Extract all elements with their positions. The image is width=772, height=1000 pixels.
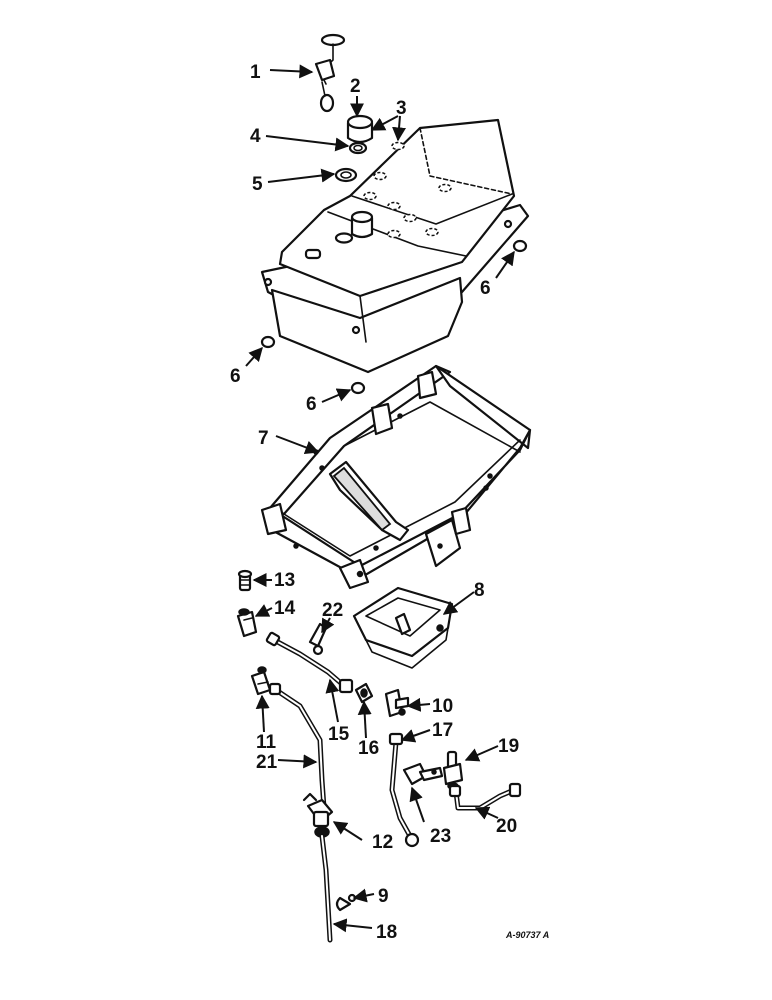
part-2-filler-cap bbox=[346, 114, 374, 144]
callout-5: 5 bbox=[252, 174, 263, 195]
part-6-nut-right bbox=[512, 239, 528, 253]
callout-6-left: 6 bbox=[230, 366, 241, 387]
part-14-elbow-fitting bbox=[236, 608, 258, 638]
part-9-clamp bbox=[335, 893, 357, 912]
callout-21: 21 bbox=[256, 752, 278, 773]
part-23-clip bbox=[402, 762, 444, 786]
callout-6-right: 6 bbox=[480, 278, 491, 299]
part-20-return-line bbox=[448, 782, 522, 811]
callout-15: 15 bbox=[328, 724, 350, 745]
part-10-shutoff-valve bbox=[384, 688, 410, 718]
callout-18: 18 bbox=[376, 922, 397, 943]
part-16-union-nut bbox=[354, 682, 374, 704]
part-17-gauge-line bbox=[388, 732, 420, 848]
callout-1: 1 bbox=[250, 62, 261, 83]
callout-10: 10 bbox=[432, 696, 453, 717]
part-15-fuel-line bbox=[265, 631, 354, 694]
callout-20: 20 bbox=[496, 816, 517, 837]
part-11-elbow bbox=[250, 666, 272, 696]
callout-8: 8 bbox=[474, 580, 485, 601]
callout-9: 9 bbox=[378, 886, 389, 907]
part-21-fuel-pipe bbox=[268, 682, 327, 811]
callout-labels: 1 2 3 4 5 6 6 6 7 8 9 10 11 12 13 14 15 … bbox=[230, 62, 519, 943]
callout-23: 23 bbox=[430, 826, 451, 847]
callout-11: 11 bbox=[256, 732, 277, 753]
callout-12: 12 bbox=[372, 832, 393, 853]
leader-lines bbox=[245, 64, 515, 933]
part-12-strainer-assembly bbox=[302, 792, 334, 838]
callout-4: 4 bbox=[250, 126, 261, 147]
part-18-drain-tube bbox=[319, 833, 333, 943]
part-13-fitting bbox=[237, 569, 253, 592]
part-1-fuel-gauge-sender bbox=[314, 33, 346, 113]
drawing-code: A-90737 A bbox=[505, 930, 549, 940]
part-5-gasket bbox=[334, 167, 358, 183]
part-19-connector bbox=[442, 750, 464, 790]
callout-19: 19 bbox=[498, 736, 519, 757]
callout-14: 14 bbox=[274, 598, 296, 619]
callout-17: 17 bbox=[432, 720, 453, 741]
callout-6-center: 6 bbox=[306, 394, 317, 415]
callout-16: 16 bbox=[358, 738, 379, 759]
callout-3: 3 bbox=[396, 98, 407, 119]
part-4-gasket bbox=[348, 141, 368, 155]
callout-13: 13 bbox=[274, 570, 295, 591]
part-8-sediment-tray bbox=[352, 586, 454, 669]
callout-22: 22 bbox=[322, 600, 343, 621]
part-3-fuel-tank bbox=[260, 118, 530, 374]
part-6-nut-left bbox=[260, 335, 276, 349]
part-7-mounting-frame bbox=[260, 364, 532, 590]
callout-7: 7 bbox=[258, 428, 269, 449]
callout-2: 2 bbox=[350, 76, 361, 97]
part-6-nut-center bbox=[350, 381, 366, 395]
